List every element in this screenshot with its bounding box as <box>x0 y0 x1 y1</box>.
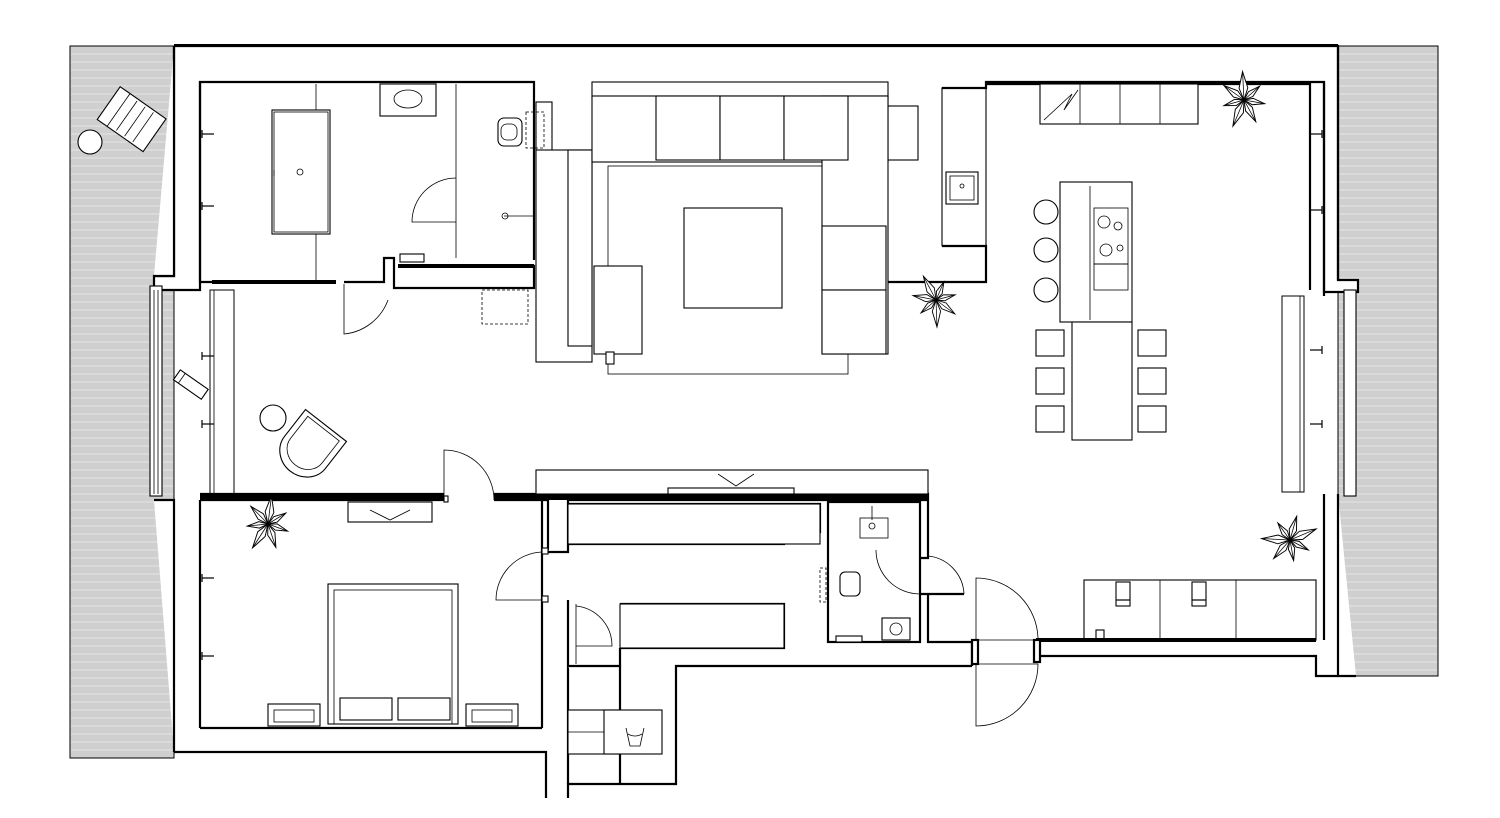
plant-vein <box>1273 539 1291 559</box>
plant-vein <box>267 495 272 525</box>
hall-console <box>481 289 529 325</box>
plant-vein <box>252 523 269 549</box>
sofa-icon <box>591 95 889 355</box>
right-window <box>1281 289 1357 497</box>
dining-chairs <box>1035 329 1167 433</box>
kitchen-tall-units <box>1039 83 1199 125</box>
plant-vein <box>1232 99 1245 127</box>
coffee-table-icon <box>683 207 783 309</box>
double-bed-icon <box>267 583 519 727</box>
kitchen-lower-units <box>1083 579 1317 641</box>
plant-vein <box>1223 85 1245 101</box>
bar-stool-icon <box>1033 277 1059 303</box>
bathroom-door-swing <box>343 284 389 335</box>
plant-vein <box>1243 99 1257 122</box>
deck-chair-icon <box>96 85 167 153</box>
plant-vein <box>935 281 945 301</box>
kitchen-counter-left <box>941 87 987 247</box>
plant-vein <box>912 295 937 301</box>
washbasin-icon <box>379 83 437 117</box>
plant-vein <box>250 506 269 525</box>
kitchen-island-icon <box>1059 181 1133 441</box>
shower-icon <box>501 212 534 220</box>
armchair-icon <box>593 265 643 355</box>
left-wall <box>154 46 202 752</box>
dining-chair-icon <box>1137 405 1167 433</box>
left-window <box>149 285 235 497</box>
plant-vein <box>267 523 277 548</box>
sink-icon <box>945 171 979 205</box>
utility <box>567 604 663 784</box>
plant-vein <box>267 523 288 532</box>
plant-icon <box>245 493 290 550</box>
plant-vein <box>935 294 956 301</box>
kitchen-dining <box>888 83 1317 641</box>
plant-vein <box>1289 528 1317 541</box>
left-window-frame <box>149 285 163 497</box>
plants <box>245 69 1318 563</box>
plant-icon <box>911 274 957 329</box>
right-window-frame <box>1343 289 1357 497</box>
dining-chair-icon <box>1035 367 1065 395</box>
bar-stool-icon <box>1033 237 1059 263</box>
dining-chair-icon <box>1035 329 1065 357</box>
bathtub-icon <box>271 109 331 235</box>
washbasin-icon <box>881 617 911 641</box>
plant-vein <box>1261 538 1291 541</box>
bar-stool-icon <box>1033 199 1059 225</box>
washing-machine-icon <box>625 727 645 747</box>
living-room <box>535 81 919 375</box>
bottom-wall <box>174 638 1338 798</box>
dining-chair-icon <box>1035 405 1065 433</box>
shower-door-swing <box>411 177 457 223</box>
walk-in-area <box>495 500 822 784</box>
plant-vein <box>1242 71 1245 101</box>
armchair-icon <box>279 408 348 478</box>
entrance-door-swing-outer <box>975 663 1039 727</box>
top-wall <box>174 44 1338 46</box>
deck-chair-small-icon <box>172 369 209 401</box>
plant-vein <box>1223 99 1245 106</box>
wall-ticks <box>201 130 1323 660</box>
toilet-icon <box>497 117 523 147</box>
utility-door-swing <box>575 605 613 647</box>
plant-vein <box>923 276 937 301</box>
hallway <box>172 289 529 478</box>
plant-vein <box>920 299 937 314</box>
bedroom <box>267 500 544 728</box>
toilet-icon <box>819 567 861 603</box>
round-side-table-icon <box>259 404 287 432</box>
entrance-door-swing-inner <box>975 577 1039 641</box>
dining-chair-icon <box>1137 367 1167 395</box>
plant-vein <box>247 523 269 527</box>
dining-chair-icon <box>1137 329 1167 357</box>
wc <box>819 500 974 666</box>
corridor-door-swing <box>495 551 543 601</box>
right-wall <box>1322 46 1356 678</box>
round-side-table-icon <box>77 129 103 155</box>
wc-door-swing <box>875 549 921 595</box>
plant-vein <box>1277 522 1291 541</box>
bar-stools <box>1033 199 1059 303</box>
plant-vein <box>1289 539 1295 561</box>
plant-vein <box>935 299 956 315</box>
plant-vein <box>1289 539 1309 551</box>
plant-vein <box>267 512 287 525</box>
plant-vein <box>935 299 938 327</box>
fireplace <box>885 105 919 161</box>
bathroom <box>200 83 553 335</box>
plant-vein <box>1289 516 1298 541</box>
bedroom-dresser <box>347 501 433 523</box>
wc-outer-door-swing <box>927 555 965 595</box>
shower-icon <box>859 506 889 539</box>
hall-door-swing <box>443 449 495 501</box>
plant-icon <box>1222 69 1267 128</box>
plant-icon <box>1259 514 1318 563</box>
plant-vein <box>1243 99 1265 105</box>
plant-vein <box>1243 85 1260 101</box>
appliance-marker-1 <box>1115 581 1131 607</box>
appliance-marker-2 <box>1191 581 1207 607</box>
entrance <box>970 577 1042 727</box>
